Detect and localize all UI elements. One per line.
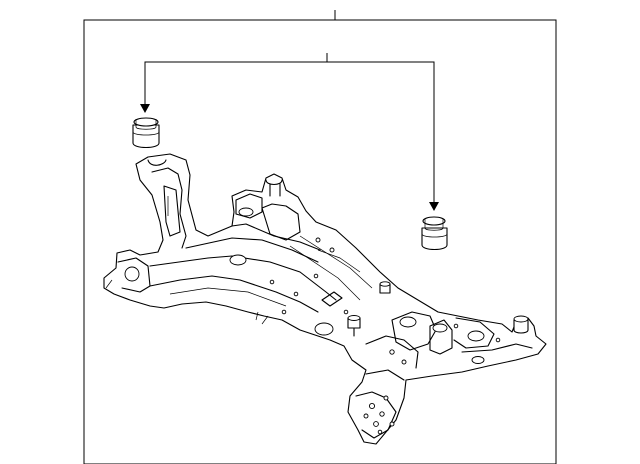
arrowhead-left xyxy=(140,104,150,113)
crossmember-subframe xyxy=(103,153,547,445)
diagram-frame xyxy=(83,19,557,464)
arrowhead-right xyxy=(429,202,439,211)
bolt-center xyxy=(347,315,361,337)
bushing-left xyxy=(132,117,160,149)
callout-leader-2 xyxy=(144,53,435,205)
bolt-upper xyxy=(379,281,391,294)
bushing-right xyxy=(421,216,448,251)
mount-post-right xyxy=(513,315,529,334)
